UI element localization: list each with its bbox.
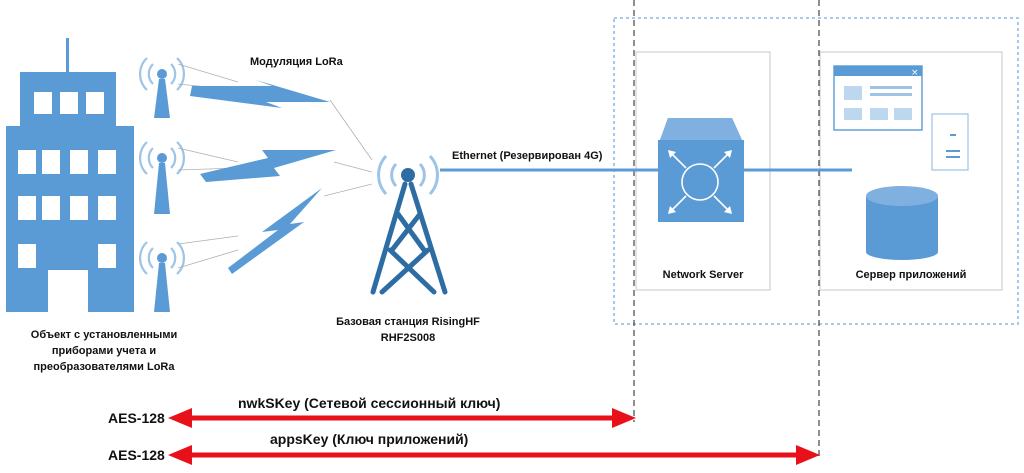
appskey-label: appsKey (Ключ приложений) bbox=[270, 431, 469, 447]
network-server-router-icon bbox=[658, 118, 744, 222]
appskey-algo: AES-128 bbox=[108, 447, 165, 463]
lightning-bolt-icon bbox=[190, 80, 330, 108]
ethernet-label: Ethernet (Резервирован 4G) bbox=[452, 150, 603, 162]
base-station-label-line2: RHF2S008 bbox=[380, 332, 436, 344]
app-server-label: Сервер приложений bbox=[855, 269, 967, 281]
object-label-line3: преобразователями LoRa bbox=[33, 361, 175, 373]
lora-modulation-label: Модуляция LoRa bbox=[250, 56, 343, 68]
appskey-arrow bbox=[168, 445, 820, 465]
lora-device-antenna-icon bbox=[139, 141, 185, 214]
base-station-label-line1: Базовая станция RisingHF bbox=[336, 316, 480, 328]
nwkskey-arrow bbox=[168, 408, 636, 428]
building-icon bbox=[6, 38, 134, 312]
network-server-label: Network Server bbox=[662, 269, 744, 281]
object-label-line1: Объект с установленными bbox=[30, 329, 178, 341]
lora-device-antenna-icon bbox=[139, 57, 185, 118]
object-label-line2: приборами учета и bbox=[51, 345, 157, 357]
nwkskey-algo: AES-128 bbox=[108, 410, 165, 426]
lightning-bolt-icon bbox=[200, 150, 336, 182]
base-station-tower-icon bbox=[370, 154, 448, 295]
server-tower-icon bbox=[931, 113, 969, 171]
lightning-bolt-icon bbox=[228, 188, 322, 274]
database-icon bbox=[866, 186, 938, 260]
application-window-icon: × bbox=[833, 65, 923, 131]
nwkskey-label: nwkSKey (Сетевой сессионный ключ) bbox=[238, 395, 501, 411]
lora-device-antenna-icon bbox=[139, 241, 185, 312]
svg-text:×: × bbox=[911, 68, 919, 78]
